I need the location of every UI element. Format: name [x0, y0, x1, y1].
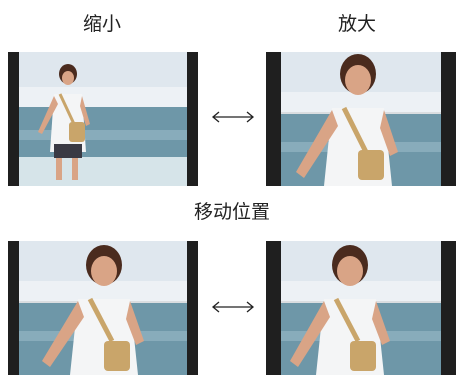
left-right-arrow-icon: [211, 301, 255, 313]
girl-beach-large-image: [266, 52, 456, 186]
zoom-in-label: 放大: [337, 13, 377, 35]
bottom-double-arrow: [211, 300, 255, 314]
left-right-arrow-icon: [211, 111, 255, 123]
girl-beach-small-image: [8, 52, 198, 186]
girl-beach-right-crop-image: [266, 241, 456, 375]
photo-position-a: [8, 241, 198, 375]
photo-zoomed-in: [266, 52, 456, 186]
zoom-out-label: 缩小: [82, 13, 122, 35]
move-position-label: 移动位置: [193, 201, 271, 223]
photo-zoomed-out: [8, 52, 198, 186]
photo-position-b: [266, 241, 456, 375]
girl-beach-left-crop-image: [8, 241, 198, 375]
top-double-arrow: [211, 110, 255, 124]
